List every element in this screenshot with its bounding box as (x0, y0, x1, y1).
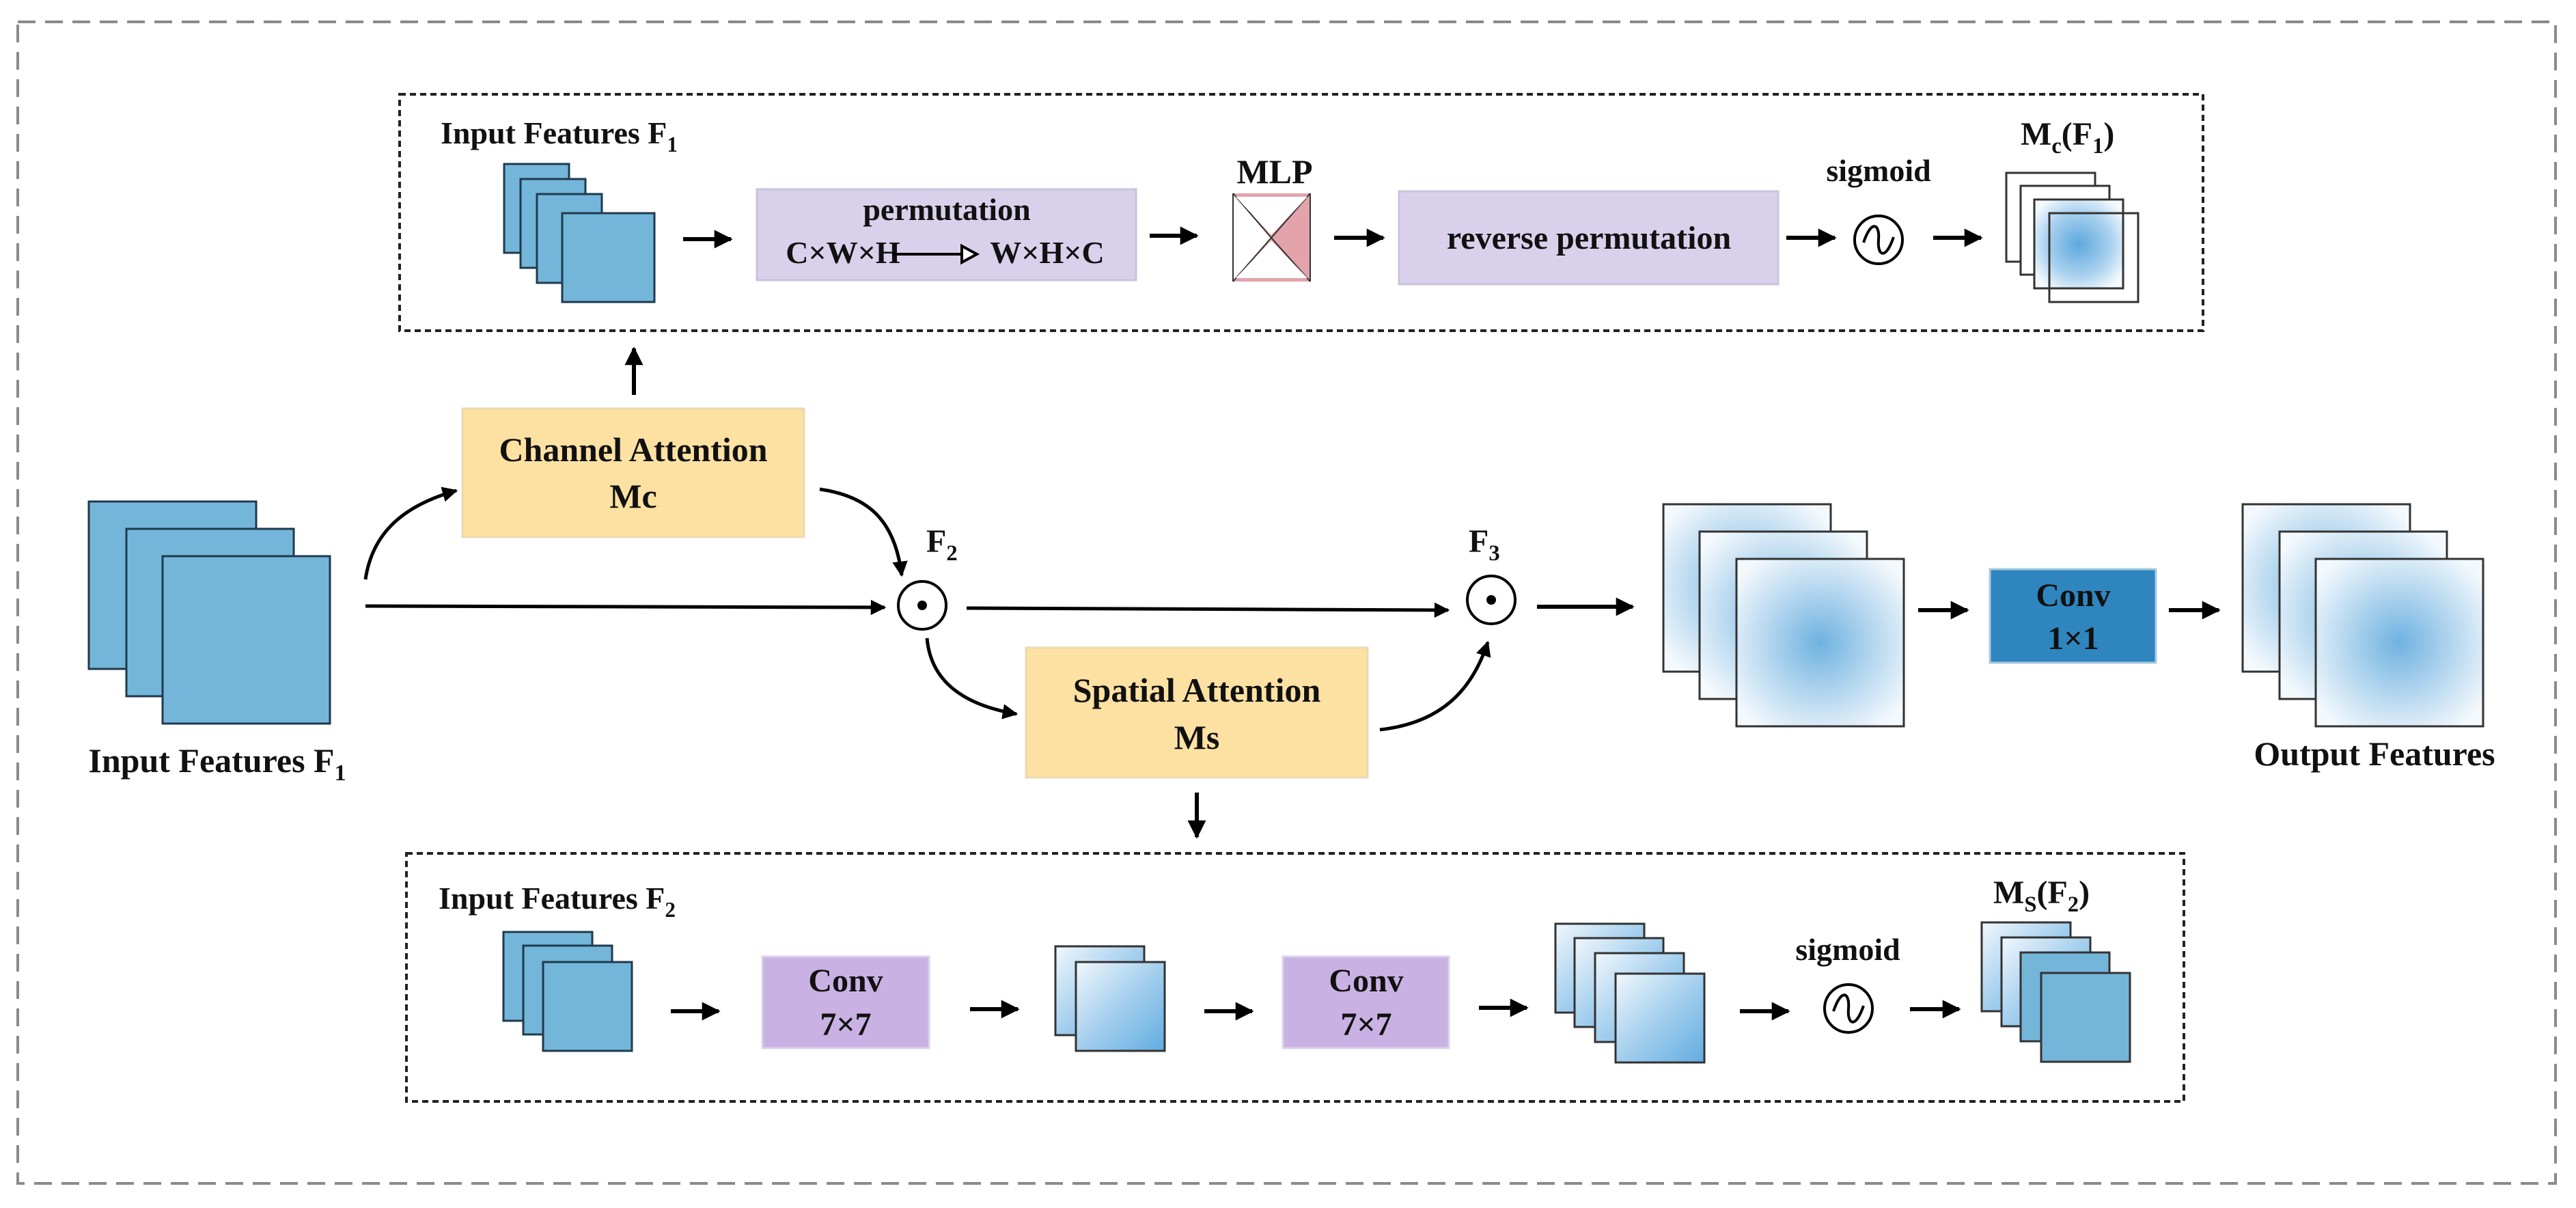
permutation-right: W×H×C (990, 235, 1104, 270)
channel-input-feature-stack (503, 163, 656, 303)
conv1x1-line1: Conv (2036, 577, 2110, 614)
main-input-feature-stack (87, 500, 331, 725)
permutation-box (756, 188, 1137, 282)
spatial-input-feature-stack (502, 931, 633, 1052)
permutation-arrow-head (960, 243, 980, 265)
mlp-label: MLP (1236, 152, 1312, 191)
spatial-attention-line2: Ms (1174, 718, 1220, 756)
conv1x1-line2: 1×1 (2047, 620, 2099, 657)
arrow-to-channel-attention (363, 486, 458, 580)
channel-output-map-stack (2005, 171, 2139, 303)
reverse-permutation-box (1398, 190, 1779, 286)
conv7x7-b-box (1282, 955, 1450, 1049)
conv1x1-box (1989, 568, 2157, 664)
arrow-f2-to-f3 (966, 602, 1450, 618)
channel-sigmoid-label: sigmoid (1826, 153, 1931, 188)
spatial-output-map-stack (1980, 921, 2131, 1063)
main-input-label: Input Features F1 (88, 741, 346, 786)
f2-label: F2 (926, 523, 958, 566)
f3-multiply-operator (1466, 575, 1516, 625)
spatial-module-input-label: Input Features F2 (439, 881, 676, 922)
arrow-channel-to-f2 (819, 487, 908, 577)
refined-feature-stack (1662, 503, 1905, 728)
outer-frame (16, 20, 2557, 1185)
spatial-attention-box (1025, 646, 1369, 779)
channel-module-input-label: Input Features F1 (441, 115, 678, 156)
f3-label: F3 (1469, 523, 1500, 566)
spatial-stacked-map-stack (1554, 922, 1706, 1064)
reverse-permutation-label: reverse permutation (1447, 220, 1731, 256)
spatial-attention-line1: Spatial Attention (1073, 671, 1321, 709)
spatial-intermediate-map-stack (1054, 945, 1166, 1052)
channel-sigmoid-icon (1853, 215, 1904, 265)
arrow-f2-to-spatial-attention (925, 637, 1019, 719)
spatial-output-label: MS(F2) (1993, 875, 2090, 917)
channel-attention-box (461, 407, 805, 538)
permutation-left: C×W×H (786, 235, 900, 270)
spatial-module-frame (405, 852, 2185, 1103)
channel-module-frame (398, 93, 2204, 332)
arrow-input-to-f2 (365, 599, 887, 616)
spatial-sigmoid-label: sigmoid (1795, 932, 1900, 967)
conv7x7-a-box (761, 955, 930, 1049)
conv7x7-b-line1: Conv (1329, 963, 1403, 999)
channel-attention-line2: Mc (609, 477, 656, 515)
channel-output-label: Mc(F1) (2021, 116, 2114, 159)
output-feature-stack (2241, 503, 2484, 728)
conv7x7-a-line2: 7×7 (820, 1006, 871, 1043)
output-features-label: Output Features (2254, 735, 2495, 773)
arrow-spatial-to-f3 (1379, 640, 1491, 732)
f2-multiply-operator (897, 580, 947, 631)
channel-attention-line1: Channel Attention (499, 430, 767, 469)
permutation-title: permutation (863, 192, 1030, 227)
spatial-sigmoid-icon (1823, 983, 1874, 1034)
conv7x7-a-line1: Conv (808, 963, 883, 999)
conv7x7-b-line2: 7×7 (1340, 1006, 1391, 1043)
